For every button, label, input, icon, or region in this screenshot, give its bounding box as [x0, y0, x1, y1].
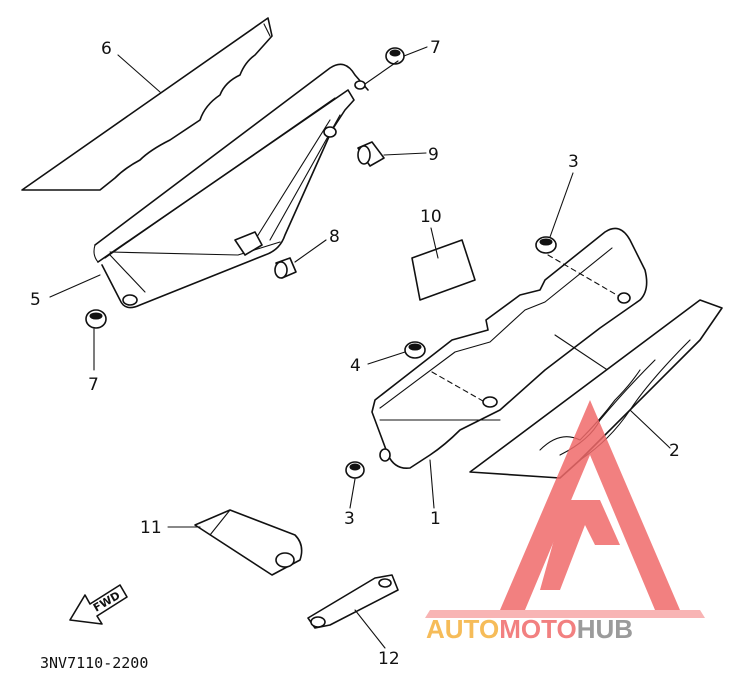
- watermark-text: AUTOMOTOHUB: [426, 614, 633, 644]
- part-11-pad: [194, 509, 303, 576]
- label-2: 2: [669, 441, 680, 461]
- fwd-arrow: FWD: [69, 584, 128, 625]
- label-9: 9: [428, 145, 439, 165]
- part-1-side-cover: [371, 227, 648, 470]
- part-6-strip: [21, 17, 273, 191]
- label-7-top: 7: [430, 38, 441, 58]
- label-7-bottom: 7: [88, 375, 99, 395]
- part-12-strap: [307, 574, 399, 629]
- watermark-logo: AUTOMOTOHUB: [425, 400, 705, 644]
- grommet-7-bottom: [85, 309, 107, 329]
- leader-lines: [49, 46, 671, 649]
- part-10-label: [411, 239, 476, 301]
- label-10: 10: [420, 207, 442, 227]
- watermark-moto: MOTO: [499, 614, 577, 644]
- watermark-hub: HUB: [577, 614, 633, 644]
- grommet-3-bottom: [345, 461, 365, 479]
- label-8: 8: [329, 227, 340, 247]
- label-6: 6: [101, 39, 112, 59]
- watermark-triangle-outer: [500, 400, 680, 610]
- label-11: 11: [140, 518, 162, 538]
- watermark-triangle-base: [425, 610, 705, 618]
- part-labels: 6 7 9 8 5 7 10 3 4 3 1 2 11 12: [30, 38, 680, 669]
- part-5-bracket: [93, 63, 369, 309]
- part-9-collar: [357, 141, 385, 167]
- label-12: 12: [378, 649, 400, 669]
- label-5: 5: [30, 290, 41, 310]
- part-2-emblem: [469, 299, 723, 479]
- grommet-7-top: [385, 47, 405, 65]
- grommet-3-top: [535, 236, 557, 254]
- label-4: 4: [350, 356, 361, 376]
- label-3-top: 3: [568, 152, 579, 172]
- grommet-4: [404, 341, 426, 359]
- watermark-triangle-inner: [540, 500, 620, 590]
- label-1: 1: [430, 509, 441, 529]
- drawing-code: 3NV7110-2200: [40, 654, 148, 672]
- label-3-bottom: 3: [344, 509, 355, 529]
- watermark-auto: AUTO: [426, 614, 499, 644]
- part-8-collar: [274, 257, 297, 279]
